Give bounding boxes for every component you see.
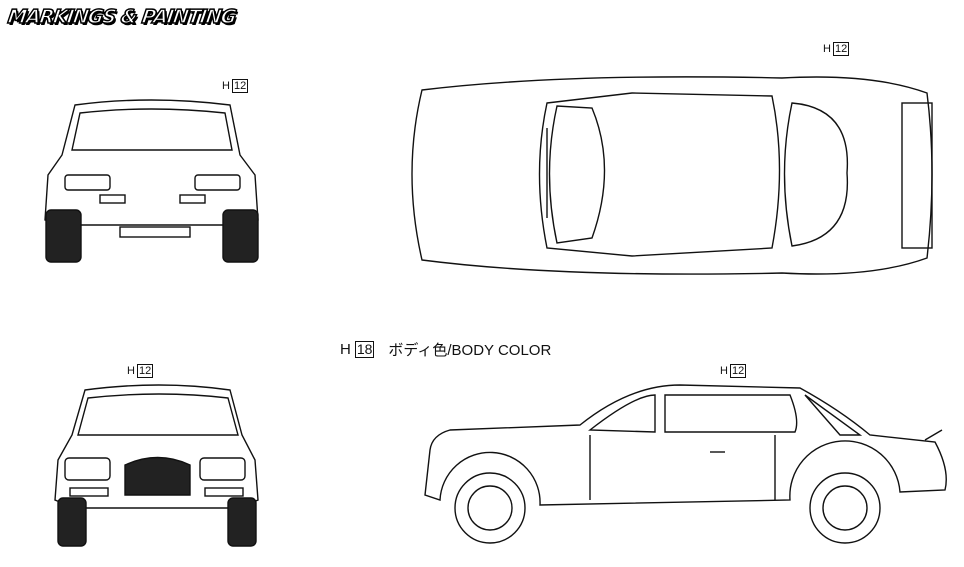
body-color-text: ボディ色/BODY COLOR [388, 342, 552, 359]
callout-code: H [127, 365, 135, 377]
callout-number: 12 [136, 364, 154, 378]
section-title: MARKINGS & PAINTING [6, 5, 238, 29]
car-rear-view [44, 99, 259, 263]
car-top-view [411, 76, 933, 275]
callout-code: H [720, 365, 728, 377]
callout-number: 12 [231, 79, 249, 93]
callout-code: H [823, 43, 831, 55]
car-front-view [54, 384, 259, 547]
callout-number: 12 [729, 364, 747, 378]
body-color-number: 18 [354, 341, 375, 358]
callout-number: 12 [832, 42, 850, 56]
car-side-view [424, 384, 947, 544]
callout-code: H [222, 80, 230, 92]
body-color-code: H [340, 341, 351, 358]
